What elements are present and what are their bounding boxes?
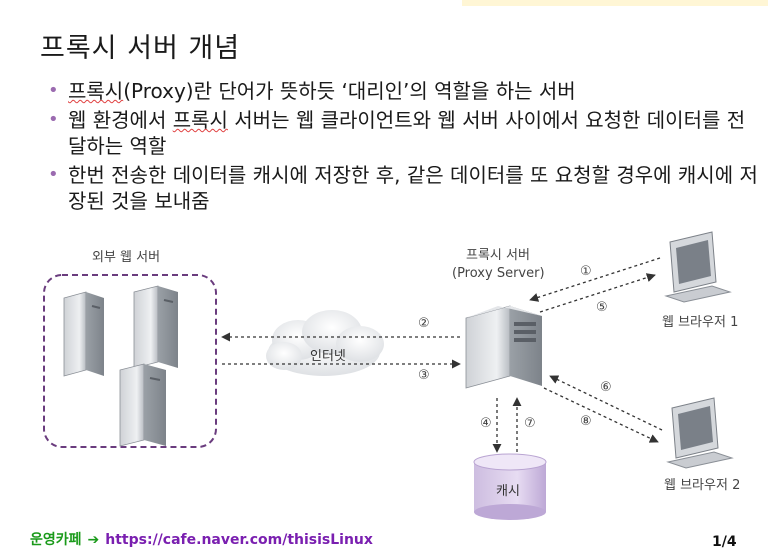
cache-cylinder bbox=[473, 453, 547, 520]
external-servers-label: 외부 웹 서버 bbox=[92, 250, 161, 265]
step-5-label: ⑤ bbox=[596, 300, 608, 315]
bullet-item: 웹 환경에서 프록시 서버는 웹 클라이언트와 웹 서버 사이에서 요청한 데이… bbox=[48, 107, 758, 159]
cache-label: 캐시 bbox=[496, 484, 520, 499]
bullet-text-underlined: 프록시 bbox=[172, 108, 228, 132]
bullet-text-underlined: 프록시 bbox=[68, 79, 124, 103]
arrow-step-1 bbox=[529, 257, 661, 302]
step-6-label: ⑥ bbox=[600, 380, 612, 395]
server-icon bbox=[63, 291, 104, 377]
browser-1-label: 웹 브라우저 1 bbox=[662, 315, 739, 330]
step-7-label: ⑦ bbox=[524, 416, 536, 431]
bullet-text: (Proxy)란 단어가 뜻하듯 ‘대리인’의 역할을 하는 서버 bbox=[123, 79, 576, 103]
top-accent-bar bbox=[462, 0, 768, 6]
external-server-group-border bbox=[43, 274, 217, 448]
cafe-link[interactable]: https://cafe.naver.com/thisisLinux bbox=[105, 532, 373, 548]
monitor-icon bbox=[664, 231, 732, 303]
slide-title: 프록시 서버 개념 bbox=[40, 33, 241, 64]
arrow-right-icon: ➔ bbox=[87, 532, 100, 548]
step-4-label: ④ bbox=[480, 416, 492, 431]
bullet-text: 한번 전송한 데이터를 캐시에 저장한 후, 같은 데이터를 또 요청할 경우에… bbox=[68, 163, 758, 213]
proxy-label-en: (Proxy Server) bbox=[452, 266, 545, 281]
bullet-item: 한번 전송한 데이터를 캐시에 저장한 후, 같은 데이터를 또 요청할 경우에… bbox=[48, 162, 758, 214]
arrow-step-8 bbox=[543, 387, 659, 443]
step-8-label: ⑧ bbox=[580, 414, 592, 429]
step-1-label: ① bbox=[580, 264, 592, 279]
internet-label: 인터넷 bbox=[310, 349, 346, 364]
footer-cafe: 운영카페 ➔ https://cafe.naver.com/thisisLinux bbox=[30, 529, 373, 549]
bullet-item: 프록시(Proxy)란 단어가 뜻하듯 ‘대리인’의 역할을 하는 서버 bbox=[48, 78, 758, 104]
browser-2-label: 웹 브라우저 2 bbox=[664, 478, 741, 493]
internet-cloud bbox=[266, 310, 384, 376]
bullet-text: 서버는 웹 클라이언트와 웹 서버 사이에서 요청한 데이터를 전달하는 역할 bbox=[68, 108, 746, 158]
proxy-server-icon bbox=[465, 305, 542, 389]
page-number: 1/4 bbox=[712, 534, 737, 550]
cafe-label: 운영카페 bbox=[30, 532, 82, 548]
bullet-list: 프록시(Proxy)란 단어가 뜻하듯 ‘대리인’의 역할을 하는 서버 웹 환… bbox=[48, 78, 758, 217]
monitor-icon bbox=[666, 397, 734, 469]
step-2-label: ② bbox=[418, 316, 430, 331]
proxy-label: 프록시 서버 bbox=[466, 248, 530, 263]
step-3-label: ③ bbox=[418, 368, 430, 383]
server-icon bbox=[119, 363, 166, 447]
server-icon bbox=[133, 285, 178, 369]
arrow-step-5 bbox=[539, 273, 656, 313]
bullet-text: 웹 환경에서 bbox=[68, 108, 173, 132]
arrow-step-6 bbox=[549, 375, 663, 431]
